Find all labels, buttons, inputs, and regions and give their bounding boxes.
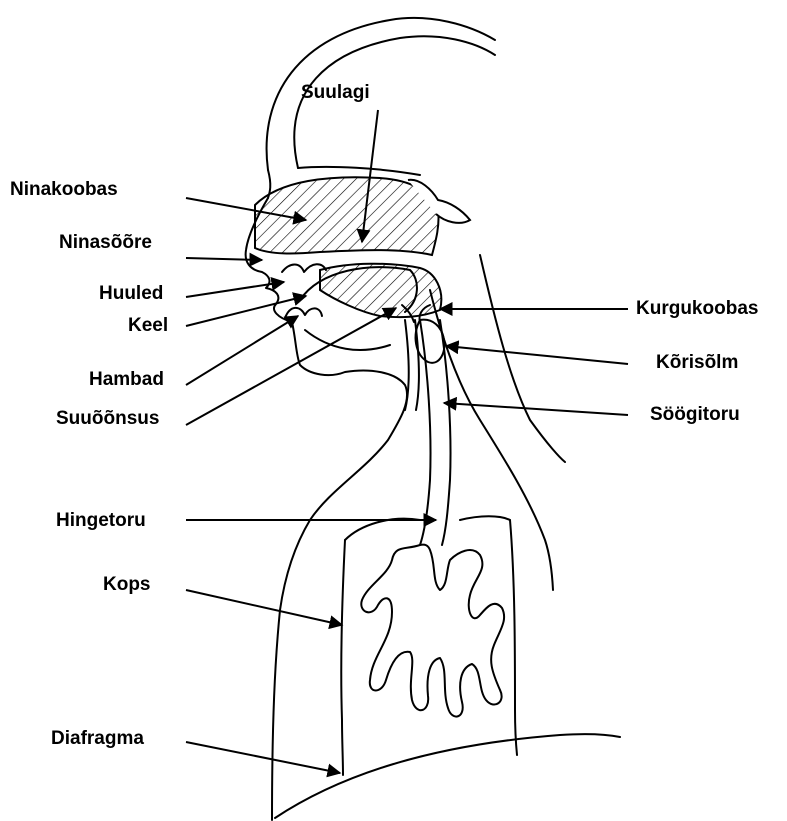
- oral-cavity-hatched: [320, 264, 441, 317]
- esophagus-left: [405, 320, 409, 410]
- trachea-left: [420, 320, 431, 545]
- diaphragm-curve: [275, 734, 620, 818]
- arrow-kops: [186, 590, 342, 625]
- label-hambad: Hambad: [89, 370, 164, 389]
- label-ninasoore: Ninasõõre: [59, 233, 152, 252]
- label-diafragma: Diafragma: [51, 729, 144, 748]
- label-hingetoru: Hingetoru: [56, 511, 146, 530]
- lower-teeth: [285, 308, 322, 318]
- arrow-soogitoru: [444, 403, 628, 415]
- jaw-line: [305, 330, 390, 350]
- back-neck-line: [430, 290, 553, 590]
- thorax-wall-right: [510, 520, 517, 755]
- label-kurgukoobas: Kurgukoobas: [636, 299, 758, 318]
- arrow-ninasoore: [186, 258, 262, 260]
- thorax-wall-left: [341, 540, 345, 775]
- bronchial-tree: [361, 545, 504, 717]
- arrow-hambad: [186, 316, 298, 385]
- label-soogitoru: Söögitoru: [650, 405, 740, 424]
- back-outline: [480, 255, 565, 462]
- label-suulagi: Suulagi: [301, 83, 370, 102]
- arrow-diafragma: [186, 742, 340, 773]
- label-suuoonsus: Suuõõnsus: [56, 409, 159, 428]
- label-korisolm: Kõrisõlm: [656, 353, 738, 372]
- label-huuled: Huuled: [99, 284, 163, 303]
- arrow-korisolm: [446, 346, 628, 364]
- label-keel: Keel: [128, 316, 168, 335]
- label-kops: Kops: [103, 575, 151, 594]
- label-ninakoobas: Ninakoobas: [10, 180, 118, 199]
- head-top-curve: [298, 167, 420, 175]
